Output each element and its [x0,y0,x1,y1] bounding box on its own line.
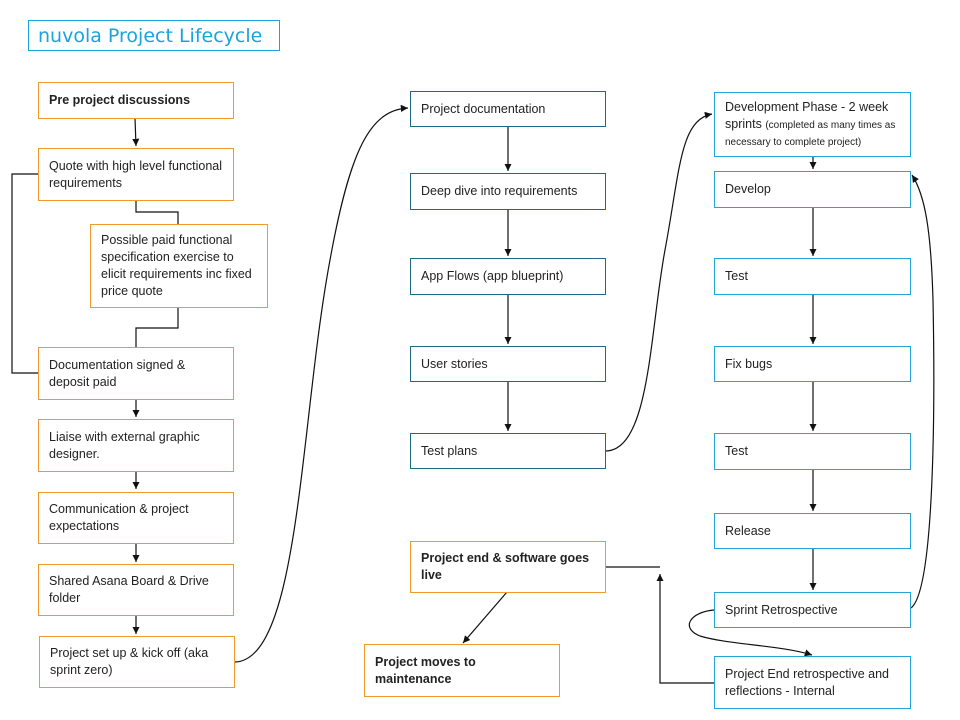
node-test-1[interactable]: Test [714,258,911,295]
node-develop[interactable]: Develop [714,171,911,208]
node-release[interactable]: Release [714,513,911,549]
diagram-title: nuvola Project Lifecycle [28,20,280,51]
node-deep-dive[interactable]: Deep dive into requirements [410,173,606,210]
node-pre-project-discussions[interactable]: Pre project discussions [38,82,234,119]
node-project-documentation[interactable]: Project documentation [410,91,606,127]
node-shared-asana[interactable]: Shared Asana Board & Drive folder [38,564,234,616]
node-functional-spec[interactable]: Possible paid functional specification e… [90,224,268,308]
node-app-flows[interactable]: App Flows (app blueprint) [410,258,606,295]
node-test-plans[interactable]: Test plans [410,433,606,469]
development-phase-title: Development Phase - 2 week sprints [725,100,889,131]
node-project-setup[interactable]: Project set up & kick off (aka sprint ze… [39,636,235,688]
node-documentation-signed[interactable]: Documentation signed & deposit paid [38,347,234,400]
node-maintenance[interactable]: Project moves to maintenance [364,644,560,697]
development-phase-note: (completed as many times as necessary to… [725,120,896,148]
node-communication[interactable]: Communication & project expectations [38,492,234,544]
node-quote[interactable]: Quote with high level functional require… [38,148,234,201]
node-development-phase[interactable]: Development Phase - 2 week sprints (comp… [714,92,911,157]
node-user-stories[interactable]: User stories [410,346,606,382]
node-test-2[interactable]: Test [714,433,911,470]
node-liaise-designer[interactable]: Liaise with external graphic designer. [38,419,234,472]
node-sprint-retrospective[interactable]: Sprint Retrospective [714,592,911,628]
node-project-end-live[interactable]: Project end & software goes live [410,541,606,593]
node-fix-bugs[interactable]: Fix bugs [714,346,911,382]
node-project-end-retrospective[interactable]: Project End retrospective and reflection… [714,656,911,709]
